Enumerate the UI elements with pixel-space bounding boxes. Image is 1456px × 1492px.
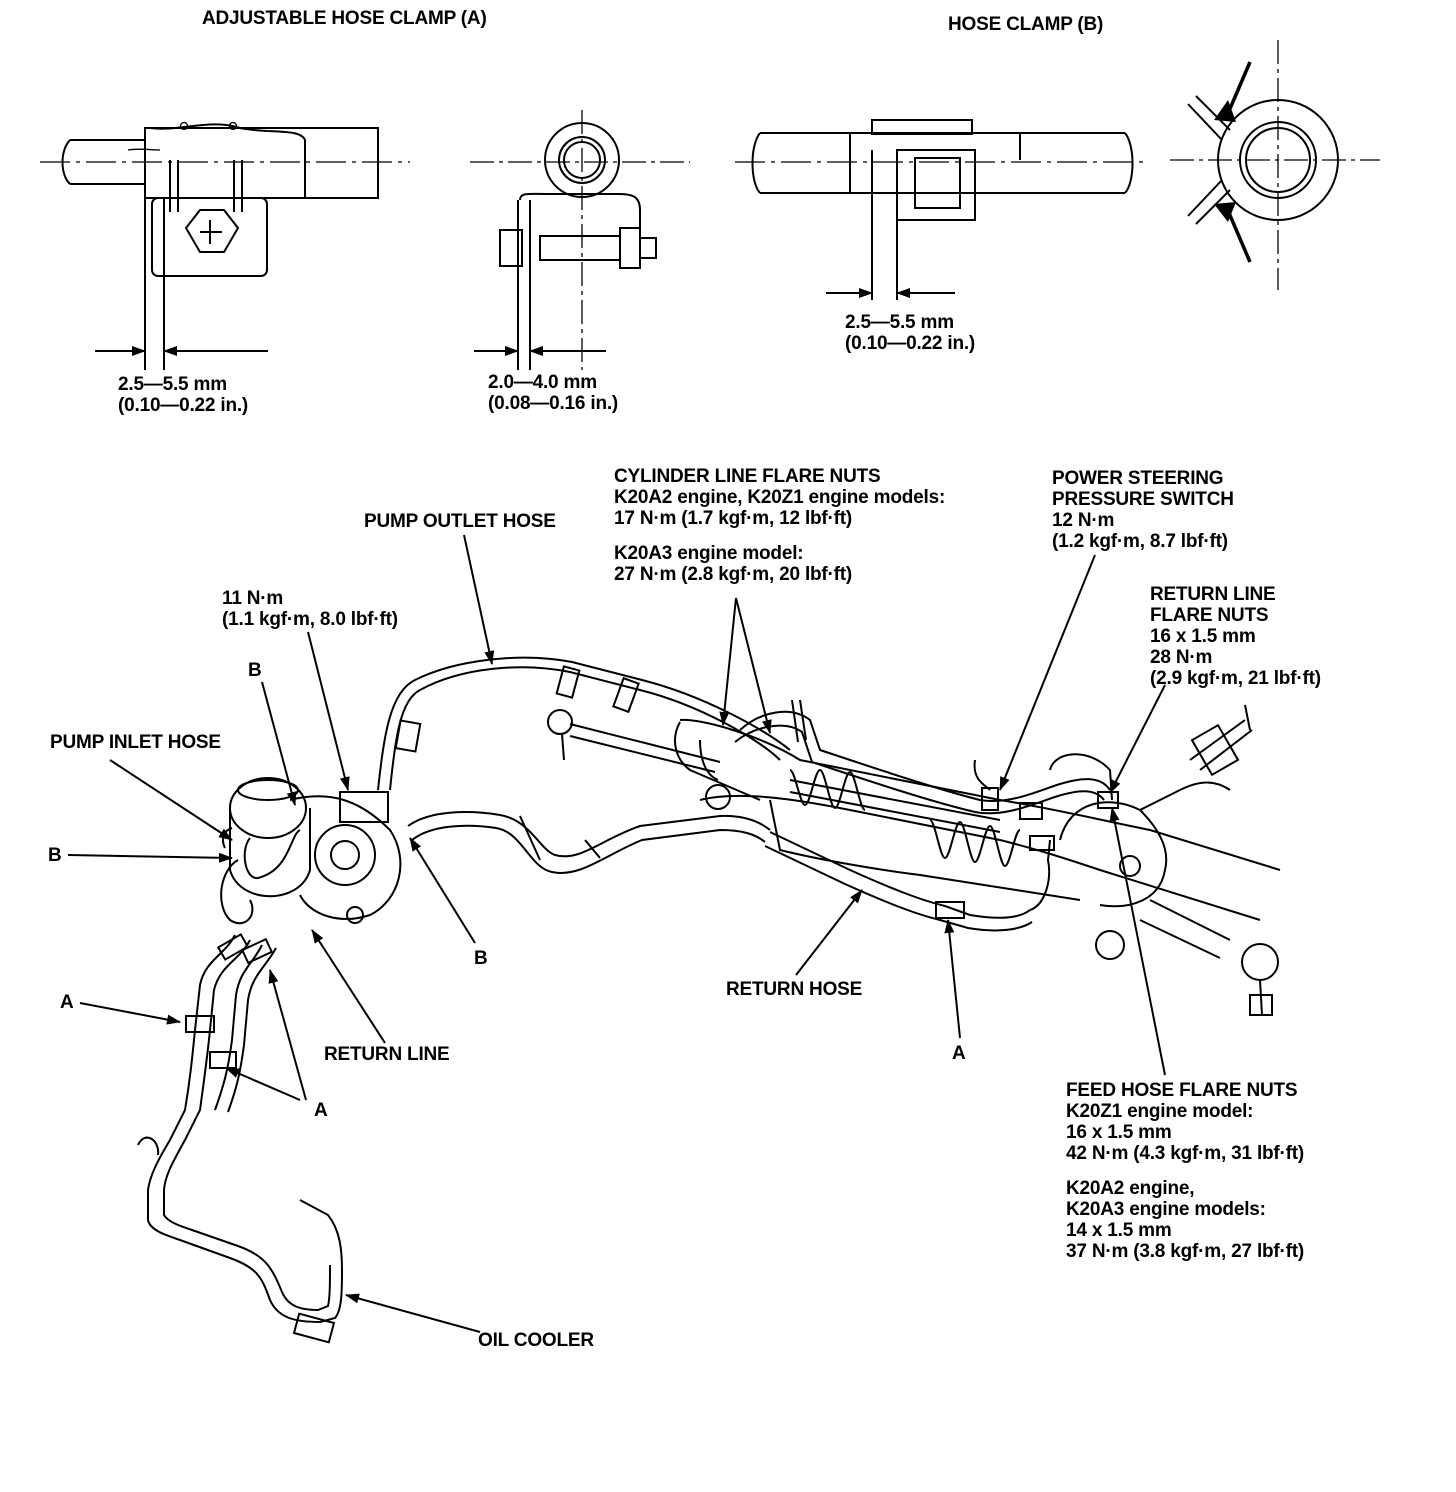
callout-line: K20Z1 engine model: [1066, 1101, 1254, 1122]
torque-nm: 11 N·m [222, 588, 284, 609]
clamp-a-label-left: A [60, 992, 74, 1013]
callout-line: K20A2 engine, K20Z1 engine models: [614, 487, 946, 508]
steering-assembly [137, 656, 1281, 1344]
callout-line: 42 N·m (4.3 kgf·m, 31 lbf·ft) [1066, 1143, 1305, 1164]
torque-alt: (1.1 kgf·m, 8.0 lbf·ft) [222, 609, 398, 630]
oil-cooler-label: OIL COOLER [478, 1330, 594, 1351]
callout-title: FEED HOSE FLARE NUTS [1066, 1080, 1298, 1101]
return-line-flare-callout: RETURN LINE FLARE NUTS 16 x 1.5 mm 28 N·… [1150, 584, 1321, 689]
callout-line: K20A3 engine models: [1066, 1199, 1266, 1220]
pressure-switch-callout: POWER STEERING PRESSURE SWITCH 12 N·m (1… [1052, 468, 1234, 552]
dimension-mm: 2.5—5.5 mm [118, 374, 227, 395]
callout-line: K20A2 engine, [1066, 1178, 1195, 1199]
clamp-a-label-bottom: A [314, 1100, 328, 1121]
callout-title: RETURN LINE [1150, 584, 1276, 605]
clamp-a-side-view [40, 121, 410, 370]
spacer [614, 529, 945, 543]
return-line-label: RETURN LINE [324, 1044, 450, 1065]
dimension-in: (0.08—0.16 in.) [488, 393, 619, 414]
callout-line: K20A3 engine model: [614, 543, 804, 564]
return-hose-label: RETURN HOSE [726, 979, 863, 1000]
callout-line: 27 N·m (2.8 kgf·m, 20 lbf·ft) [614, 564, 853, 585]
cylinder-line-callout: CYLINDER LINE FLARE NUTS K20A2 engine, K… [614, 466, 945, 585]
feed-hose-flare-callout: FEED HOSE FLARE NUTS K20Z1 engine model:… [1066, 1080, 1304, 1262]
spacer [1066, 1164, 1304, 1178]
pump-inlet-hose-label: PUMP INLET HOSE [50, 732, 221, 753]
clamp-a-label-right: A [952, 1043, 966, 1064]
pump-bolt-torque: 11 N·m (1.1 kgf·m, 8.0 lbf·ft) [222, 588, 398, 630]
dimension-in: (0.10—0.22 in.) [845, 333, 976, 354]
clamp-b-label-left: B [48, 845, 62, 866]
callout-line: 28 N·m [1150, 647, 1213, 668]
callout-line: 12 N·m [1052, 510, 1115, 531]
clamp-a-end-view [470, 110, 690, 370]
callout-title: CYLINDER LINE FLARE NUTS [614, 466, 881, 487]
callout-line: 17 N·m (1.7 kgf·m, 12 lbf·ft) [614, 508, 853, 529]
clamp-a-dimension-2: 2.0—4.0 mm (0.08—0.16 in.) [488, 372, 618, 414]
clamp-b-label-top: B [248, 660, 262, 681]
callout-line: (1.2 kgf·m, 8.7 lbf·ft) [1052, 531, 1228, 552]
clamp-a-dimension-1: 2.5—5.5 mm (0.10—0.22 in.) [118, 374, 248, 416]
dimension-mm: 2.0—4.0 mm [488, 372, 597, 393]
leader-arrows [67, 534, 1166, 1333]
dimension-mm: 2.5—5.5 mm [845, 312, 954, 333]
clamp-b-label-bottom: B [474, 948, 488, 969]
callout-line: 16 x 1.5 mm [1066, 1122, 1172, 1143]
dimension-in: (0.10—0.22 in.) [118, 395, 249, 416]
callout-title: POWER STEERING [1052, 468, 1224, 489]
callout-title: PRESSURE SWITCH [1052, 489, 1234, 510]
callout-line: 14 x 1.5 mm [1066, 1220, 1172, 1241]
callout-line: (2.9 kgf·m, 21 lbf·ft) [1150, 668, 1321, 689]
callout-line: 37 N·m (3.8 kgf·m, 27 lbf·ft) [1066, 1241, 1305, 1262]
clamp-b-dimension: 2.5—5.5 mm (0.10—0.22 in.) [845, 312, 975, 354]
clamp-b-title: HOSE CLAMP (B) [948, 14, 1104, 35]
pump-outlet-hose-label: PUMP OUTLET HOSE [364, 511, 556, 532]
clamp-b-side-view [735, 119, 1145, 300]
callout-line: 16 x 1.5 mm [1150, 626, 1256, 647]
clamp-b-end-view [1170, 40, 1380, 290]
clamp-a-title: ADJUSTABLE HOSE CLAMP (A) [202, 8, 487, 29]
callout-title: FLARE NUTS [1150, 605, 1269, 626]
